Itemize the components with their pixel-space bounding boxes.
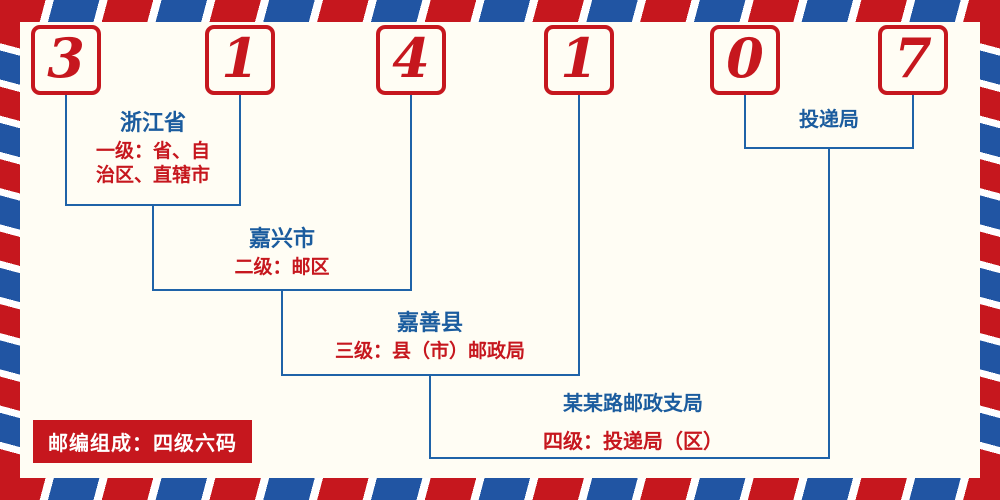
postcode-digit-box-6: 7: [878, 25, 948, 95]
level4-description: 四级：投递局（区）: [543, 429, 723, 453]
postcode-digit-1: 3: [47, 26, 85, 90]
level2-description: 二级：邮区: [234, 255, 330, 278]
airmail-stripe-bottom: [0, 478, 1000, 500]
level4-place-name: 某某路邮政支局: [563, 391, 703, 415]
postcode-digit-box-1: 3: [31, 25, 101, 95]
level2-place-name: 嘉兴市: [248, 227, 315, 252]
postcode-digit-5: 0: [726, 26, 764, 90]
postcode-digit-3: 4: [392, 26, 430, 90]
postcode-digit-2: 1: [221, 26, 259, 90]
delivery-office-label-group: 投递局: [759, 106, 899, 132]
postcode-digit-6: 7: [894, 26, 932, 90]
level4-label-group: 某某路邮政支局 四级：投递局（区）: [503, 390, 763, 454]
level3-description: 三级：县（市）邮政局: [334, 339, 525, 362]
postcode-digit-box-4: 1: [544, 25, 614, 95]
postcode-composition-badge: 邮编组成：四级六码: [33, 420, 252, 463]
postcode-digit-4: 1: [560, 26, 598, 90]
postcode-digit-box-2: 1: [205, 25, 275, 95]
level3-label-group: 嘉善县 三级：县（市）邮政局: [290, 310, 570, 363]
level1-description-line1: 一级：省、自: [95, 139, 210, 162]
postcode-digit-box-3: 4: [376, 25, 446, 95]
level1-description-line2: 治区、直辖市: [95, 164, 210, 187]
airmail-stripe-left: [0, 22, 20, 478]
level1-label-group: 浙江省 一级：省、自 治区、直辖市: [58, 110, 248, 188]
level3-place-name: 嘉善县: [396, 311, 463, 336]
postcode-digit-box-5: 0: [710, 25, 780, 95]
airmail-stripe-right: [980, 22, 1000, 478]
level2-label-group: 嘉兴市 二级：邮区: [182, 226, 382, 279]
airmail-stripe-top: [0, 0, 1000, 22]
level1-place-name: 浙江省: [119, 111, 186, 136]
delivery-office-label: 投递局: [799, 107, 859, 131]
